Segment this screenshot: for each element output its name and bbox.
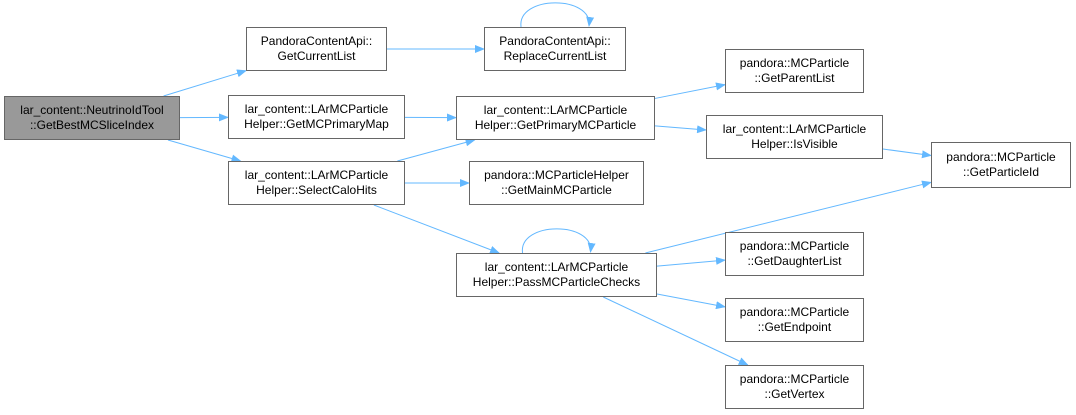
node-lar-mc-particle-helper-get-primary-mc-particle[interactable]: lar_content::LArMCParticle Helper::GetPr… [456,96,655,140]
edge-root-to-getCurrentList [163,69,247,97]
node-label-line2: ::GetParticleId [962,165,1040,179]
node-label-line2: Helper::GetMCPrimaryMap [244,117,389,131]
node-label-line2: ::GetBestMCSliceIndex [29,118,155,132]
edge-replaceCurrentList-to-replaceCurrentList [520,2,595,28]
edge-selectCaloHits-to-passMCParticleChecks [373,204,501,254]
node-label-line2: Helper::GetPrimaryMCParticle [474,118,637,132]
node-lar-mc-particle-helper-is-visible[interactable]: lar_content::LArMCParticle Helper::IsVis… [706,115,883,159]
node-pandora-content-api-get-current-list[interactable]: PandoraContentApi:: GetCurrentList [246,27,387,71]
node-label-line2: Helper::SelectCaloHits [256,183,377,197]
node-label-line2: Helper::PassMCParticleChecks [472,275,641,289]
node-label-line2: ::GetEndpoint [757,320,832,334]
node-label-line1: lar_content::LArMCParticle [244,102,389,116]
edge-passMCParticleChecks-to-getEndpoint [656,293,726,310]
node-label-line1: lar_content::LArMCParticle [484,260,629,274]
node-label-line1: lar_content::LArMCParticle [722,122,867,136]
node-label-line2: ::GetDaughterList [747,254,842,268]
node-mc-particle-get-parent-list[interactable]: pandora::MCParticle ::GetParentList [725,49,864,93]
node-lar-mc-particle-helper-get-mc-primary-map[interactable]: lar_content::LArMCParticle Helper::GetMC… [228,95,405,139]
node-label-line1: pandora::MCParticle [739,56,850,70]
node-neutrino-id-tool-get-best-mc-slice-index: lar_content::NeutrinoIdTool ::GetBestMCS… [4,96,180,140]
node-label-line1: pandora::MCParticle [739,372,850,386]
node-label-line1: lar_content::NeutrinoIdTool [20,103,164,117]
node-label-line2: ::GetVertex [764,387,825,401]
node-label-line1: pandora::MCParticleHelper [484,168,629,182]
node-pandora-content-api-replace-current-list[interactable]: PandoraContentApi:: ReplaceCurrentList [484,27,626,71]
node-label-line1: PandoraContentApi:: [260,34,373,48]
node-label-line1: pandora::MCParticle [739,239,850,253]
node-label-line2: ReplaceCurrentList [503,49,607,63]
edge-getPrimaryMCParticle-to-getParentList [654,82,726,99]
node-mc-particle-get-vertex[interactable]: pandora::MCParticle ::GetVertex [725,365,864,409]
node-label-line1: pandora::MCParticle [946,150,1056,164]
edge-passMCParticleChecks-to-getVertex [603,296,749,366]
edge-root-to-selectCaloHits [167,139,242,163]
node-label-line2: Helper::IsVisible [751,137,838,151]
edge-isVisible-to-getParticleId [882,148,932,159]
node-mc-particle-get-particle-id[interactable]: pandora::MCParticle ::GetParticleId [931,142,1071,188]
edge-getPrimaryMCParticle-to-isVisible [654,125,707,134]
edge-selectCaloHits-to-getPrimaryMCParticle [397,138,476,162]
node-label-line1: lar_content::LArMCParticle [244,168,389,182]
edge-passMCParticleChecks-to-getParticleId [645,180,932,254]
node-label-line1: lar_content::LArMCParticle [483,103,628,117]
node-lar-mc-particle-helper-select-calo-hits[interactable]: lar_content::LArMCParticle Helper::Selec… [228,161,405,205]
node-mc-particle-helper-get-main-mc-particle[interactable]: pandora::MCParticleHelper ::GetMainMCPar… [469,161,644,205]
node-label-line2: ::GetParentList [754,71,835,85]
node-label-line1: pandora::MCParticle [739,305,850,319]
node-mc-particle-get-endpoint[interactable]: pandora::MCParticle ::GetEndpoint [725,298,864,342]
node-lar-mc-particle-helper-pass-mc-particle-checks[interactable]: lar_content::LArMCParticle Helper::PassM… [456,253,657,297]
node-label-line2: GetCurrentList [277,49,356,63]
node-label-line1: PandoraContentApi:: [499,34,611,48]
edge-passMCParticleChecks-to-passMCParticleChecks [521,228,596,254]
node-label-line2: ::GetMainMCParticle [501,183,612,197]
node-mc-particle-get-daughter-list[interactable]: pandora::MCParticle ::GetDaughterList [725,232,864,276]
edge-passMCParticleChecks-to-getDaughterList [656,256,726,267]
